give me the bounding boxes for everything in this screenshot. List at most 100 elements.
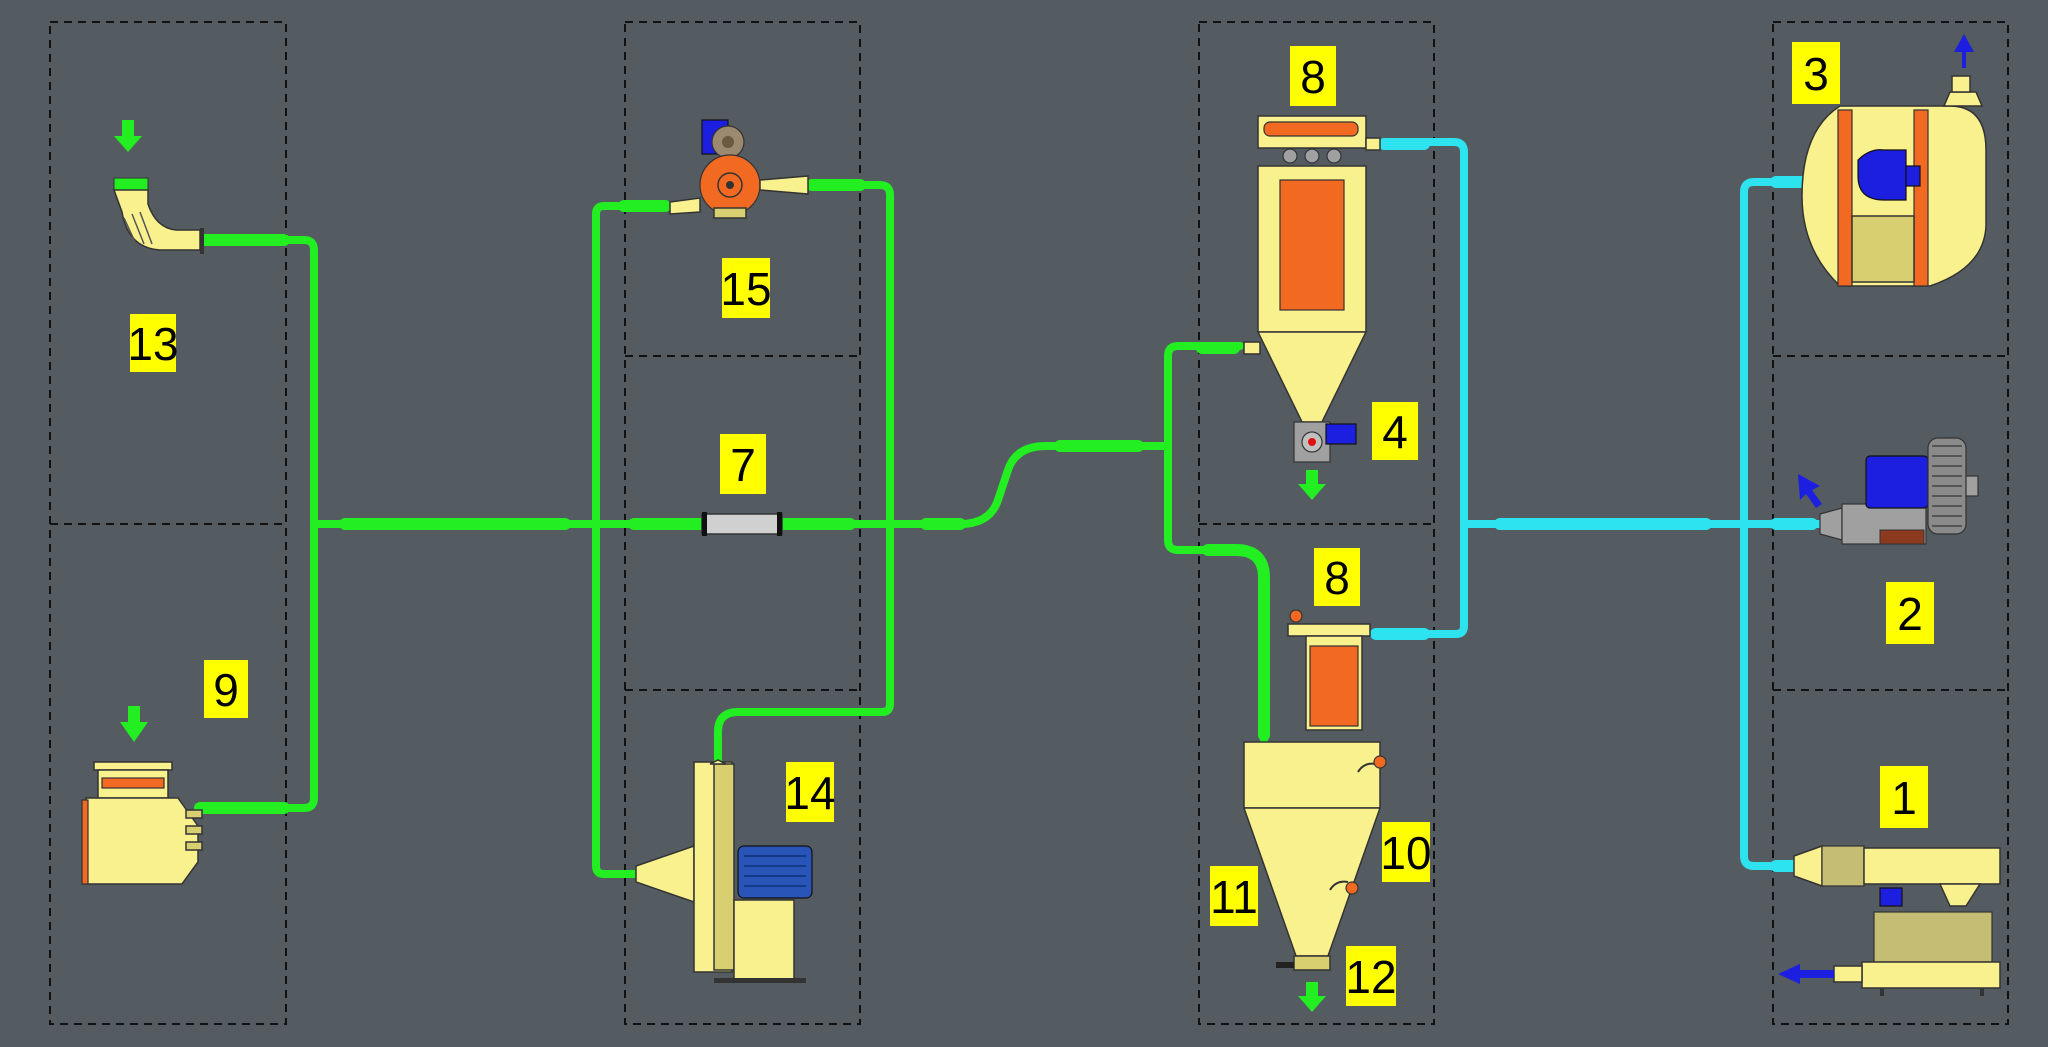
label-4: 4 [1382, 406, 1408, 458]
fan-motor-shaft [1905, 165, 1921, 187]
blower-intake-duct [1863, 847, 2001, 885]
mill-15 [669, 119, 809, 219]
pipe-main-line [310, 442, 1172, 528]
mill-rotor [717, 172, 743, 198]
label-3: 3 [1803, 48, 1829, 100]
sight-glass-body [701, 513, 783, 535]
label-box-15 [722, 258, 770, 318]
filter-inlet [1243, 341, 1261, 355]
sight-glass-flange [777, 512, 782, 536]
motor-fins [744, 855, 806, 887]
zone-column-4 [1772, 21, 2009, 1025]
label-box-2 [1886, 582, 1934, 644]
mill-shaft [726, 181, 734, 189]
elbow-flange [200, 228, 204, 254]
fan-outlet [709, 759, 727, 765]
fan-14 [635, 759, 813, 983]
filter-valve [1326, 148, 1342, 164]
filter-bag [1279, 179, 1345, 311]
arrow-down-icon [1298, 982, 1326, 1012]
pipe-segment [1202, 544, 1270, 741]
label-11: 11 [1210, 871, 1258, 923]
level-sensor-lower [1345, 881, 1359, 895]
air-pipe-fan-blower [1740, 178, 1810, 870]
blower-inlet-cone [1793, 844, 1823, 888]
air-pipe-filters [1370, 138, 1468, 638]
fan-inlet-cone [635, 844, 695, 904]
blower-mount [1879, 529, 1925, 545]
fan-motor-stand [733, 899, 795, 981]
arrow-down-icon [120, 706, 148, 742]
fan-base [1851, 215, 1915, 283]
hopper-filter-handle [1289, 609, 1303, 623]
label-12: 12 [1345, 951, 1396, 1003]
blower-filter-housing [1938, 883, 1982, 907]
blower-inlet-nozzle [1819, 507, 1843, 541]
arrow-up-left-icon [1798, 474, 1822, 508]
label-box-13 [130, 314, 176, 372]
arrow-up-icon [1954, 34, 1974, 68]
fan-motor [737, 845, 813, 899]
rotary-valve-hub [1308, 438, 1316, 446]
ring-blower-2 [1798, 437, 1979, 545]
label-box-8-top [1290, 46, 1336, 106]
exhaust-fan-3 [1801, 34, 1987, 287]
hopper-outlet-valve [1276, 962, 1294, 968]
blower-base [1861, 961, 2001, 989]
blower-drive-motor [1879, 887, 1903, 907]
pipe-mill-outlet [714, 181, 894, 764]
elbow-hatching [123, 211, 153, 245]
blower-motor [1865, 455, 1929, 509]
fan-stack [1951, 75, 1971, 93]
hopper-upper-body [1243, 741, 1381, 809]
hopper-rim [93, 761, 173, 771]
mill-pulley-hub [722, 136, 734, 148]
bag-filter-8-top [1243, 115, 1381, 423]
label-box-7 [720, 434, 766, 494]
equipment-labels: 13 9 15 7 14 8 4 8 10 11 12 3 2 1 [127, 42, 1934, 1006]
hopper-nozzle [185, 809, 203, 819]
arrow-down-icon [114, 120, 142, 152]
fan-frame-right [1913, 109, 1929, 287]
blower-discharge [1833, 965, 1863, 983]
hopper-nozzle [185, 841, 203, 851]
fan-housing-side [713, 763, 735, 971]
blower-fins [1932, 445, 1962, 527]
hopper-filter-bag [1309, 645, 1359, 727]
intake-elbow-body [112, 189, 201, 251]
label-9: 9 [213, 664, 239, 716]
intake-hopper-9 [81, 706, 203, 885]
pd-blower-1 [1778, 844, 2001, 996]
hopper-chamber [85, 797, 199, 885]
level-sensor-upper [1373, 755, 1387, 769]
label-box-10 [1382, 822, 1430, 882]
receiving-hopper-11 [1242, 741, 1382, 1012]
label-box-9 [204, 660, 248, 718]
air-pipes [1370, 138, 1824, 872]
sight-glass-flange [702, 512, 707, 536]
hopper-filter-lid [1287, 623, 1371, 637]
filter-valve [1304, 148, 1320, 164]
arrow-left-icon [1778, 964, 1834, 984]
hopper-outlet [1293, 955, 1331, 971]
label-box-11 [1210, 866, 1258, 926]
pipe-to-hopper [1164, 442, 1268, 744]
blower-silencer [1821, 845, 1865, 887]
fan-frame-left [1837, 109, 1853, 287]
label-8-top: 8 [1300, 51, 1326, 103]
label-box-3 [1792, 42, 1840, 104]
fan-discharge [1942, 91, 1984, 107]
mill-base [713, 207, 747, 219]
pipe-intake-line [196, 236, 318, 812]
arrow-down-icon [1298, 470, 1326, 500]
hopper-filter-8-bottom [1287, 609, 1371, 731]
fan-motor [1857, 149, 1907, 201]
label-7: 7 [730, 439, 756, 491]
label-box-8-bottom [1314, 548, 1360, 606]
mill-outlet [759, 175, 809, 195]
label-box-1 [1880, 766, 1928, 828]
product-pipes [194, 179, 1270, 878]
pipe-to-filter [1164, 342, 1244, 450]
sight-glass-7 [701, 512, 783, 536]
fan-base [714, 978, 806, 983]
